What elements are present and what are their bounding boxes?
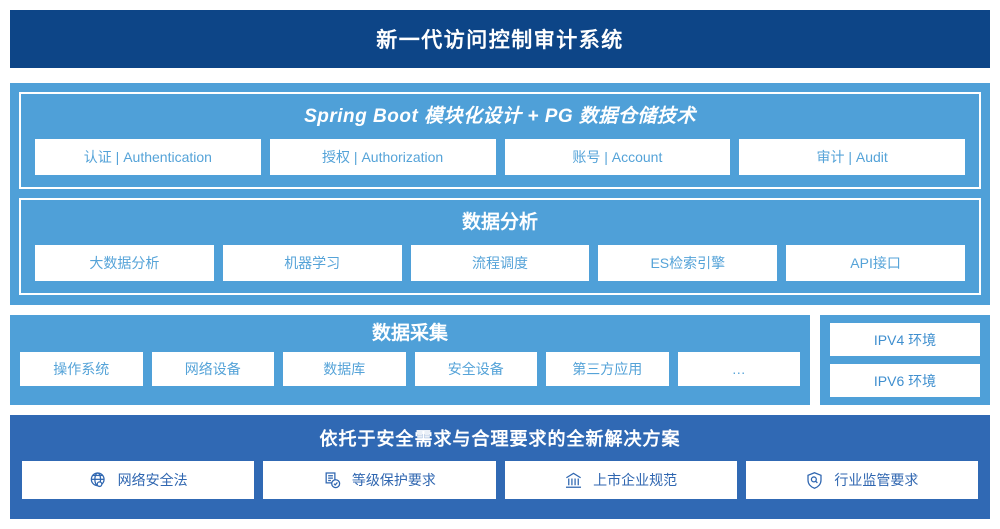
- data-analysis-item-api[interactable]: API接口: [786, 245, 965, 281]
- platform-group-items: 认证 | Authentication 授权 | Authorization 账…: [35, 139, 965, 175]
- environment-item-ipv6[interactable]: IPV6 环境: [830, 364, 980, 397]
- globe-icon: [89, 471, 108, 490]
- collection-item-os[interactable]: 操作系统: [20, 352, 143, 386]
- compliance-panel: 依托于安全需求与合理要求的全新解决方案 网络安全法: [10, 415, 990, 519]
- page-title: 新一代访问控制审计系统: [376, 29, 624, 52]
- shield-search-icon: [805, 471, 824, 490]
- platform-item-authorization[interactable]: 授权 | Authorization: [269, 139, 496, 175]
- compliance-item-cybersecurity-law[interactable]: 网络安全法: [22, 461, 255, 499]
- page-header: 新一代访问控制审计系统: [10, 10, 990, 68]
- platform-item-account[interactable]: 账号 | Account: [504, 139, 731, 175]
- compliance-item-classified-protection[interactable]: 等级保护要求: [263, 461, 496, 499]
- data-analysis-item-es-search[interactable]: ES检索引擎: [598, 245, 778, 281]
- collection-row: 数据采集 操作系统 网络设备 数据库 安全设备 第三方应用 … IPV4 环境 …: [10, 315, 990, 405]
- platform-group-title: Spring Boot 模块化设计 + PG 数据仓储技术: [304, 106, 696, 127]
- data-analysis-item-bigdata[interactable]: 大数据分析: [35, 245, 214, 281]
- platform-group-spring-boot: Spring Boot 模块化设计 + PG 数据仓储技术 认证 | Authe…: [19, 92, 981, 189]
- platform-item-authentication[interactable]: 认证 | Authentication: [35, 139, 261, 175]
- collection-item-security-device[interactable]: 安全设备: [414, 352, 537, 386]
- data-collection-title: 数据采集: [371, 323, 448, 344]
- data-collection-items: 操作系统 网络设备 数据库 安全设备 第三方应用 …: [20, 352, 800, 386]
- data-analysis-items: 大数据分析 机器学习 流程调度 ES检索引擎 API接口: [35, 245, 965, 281]
- document-check-icon: [323, 471, 342, 490]
- collection-item-database[interactable]: 数据库: [283, 352, 406, 386]
- data-collection-panel: 数据采集 操作系统 网络设备 数据库 安全设备 第三方应用 …: [10, 315, 810, 405]
- compliance-title: 依托于安全需求与合理要求的全新解决方案: [319, 429, 681, 449]
- compliance-items: 网络安全法 等级保护要求: [22, 461, 978, 499]
- compliance-item-label: 行业监管要求: [834, 472, 919, 488]
- collection-item-more[interactable]: …: [677, 352, 800, 386]
- compliance-item-industry-regulation[interactable]: 行业监管要求: [745, 461, 978, 499]
- compliance-item-label: 网络安全法: [117, 472, 188, 488]
- bank-icon: [564, 471, 583, 490]
- compliance-item-label: 上市企业规范: [593, 472, 678, 488]
- platform-item-audit[interactable]: 审计 | Audit: [739, 139, 965, 175]
- compliance-item-label: 等级保护要求: [351, 472, 436, 488]
- environment-panel: IPV4 环境 IPV6 环境: [820, 315, 990, 405]
- compliance-item-listed-company-standard[interactable]: 上市企业规范: [504, 461, 737, 499]
- data-analysis-item-machine-learning[interactable]: 机器学习: [222, 245, 402, 281]
- collection-item-network-device[interactable]: 网络设备: [151, 352, 274, 386]
- environment-item-ipv4[interactable]: IPV4 环境: [830, 323, 980, 356]
- platform-group-data-analysis: 数据分析 大数据分析 机器学习 流程调度 ES检索引擎 API接口: [19, 198, 981, 295]
- collection-item-third-party-app[interactable]: 第三方应用: [546, 352, 669, 386]
- data-analysis-item-process-scheduling[interactable]: 流程调度: [410, 245, 590, 281]
- platform-layer-panel: Spring Boot 模块化设计 + PG 数据仓储技术 认证 | Authe…: [10, 83, 990, 305]
- data-analysis-title: 数据分析: [461, 212, 538, 233]
